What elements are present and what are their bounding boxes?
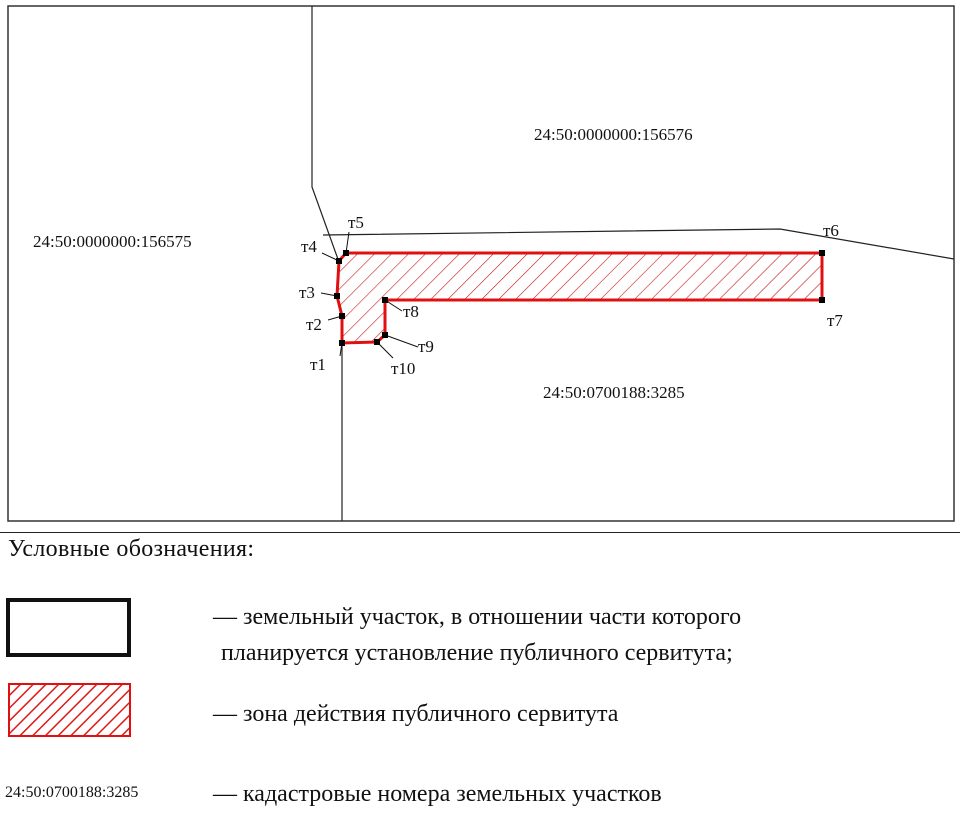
- point-label-t8: т8: [403, 302, 419, 321]
- point-labels: т1 т2 т3 т4 т5 т6 т7 т8 т9 т10: [299, 213, 843, 378]
- point-label-t1: т1: [310, 355, 326, 374]
- legend-parcel-outline-swatch: [6, 598, 131, 657]
- point-label-t2: т2: [306, 315, 322, 334]
- legend-zone-text: — зона действия публичного сервитута: [213, 701, 619, 727]
- point-label-t5: т5: [348, 213, 364, 232]
- legend-parcel-text-line1: — земельный участок, в отношении части к…: [213, 604, 742, 630]
- legend-parcel-text-line2: планируется установление публичного серв…: [221, 640, 733, 666]
- boundary-top-parcel: [322, 228, 955, 260]
- legend-cadastral-text: — кадастровые номера земельных участков: [213, 781, 662, 807]
- point-label-t7: т7: [827, 311, 843, 330]
- point-label-t3: т3: [299, 283, 315, 302]
- cadastral-label-156575: 24:50:0000000:156575: [33, 232, 192, 251]
- point-marker-t6[interactable]: [819, 250, 825, 256]
- point-marker-t2[interactable]: [339, 313, 345, 319]
- cadastral-label-156576: 24:50:0000000:156576: [534, 125, 693, 144]
- point-marker-t1[interactable]: [339, 340, 345, 346]
- legend-zone-hatch-swatch: [8, 683, 131, 737]
- point-marker-t4[interactable]: [336, 258, 342, 264]
- point-marker-t9[interactable]: [382, 332, 388, 338]
- point-markers: [334, 250, 825, 346]
- legend-separator: [0, 532, 960, 533]
- point-label-t4: т4: [301, 237, 317, 256]
- point-label-t6: т6: [823, 221, 839, 240]
- legend-title: Условные обозначения:: [8, 536, 255, 562]
- cadastral-label-3285: 24:50:0700188:3285: [543, 383, 685, 402]
- point-marker-t5[interactable]: [343, 250, 349, 256]
- point-marker-t7[interactable]: [819, 297, 825, 303]
- cadastral-map: т1 т2 т3 т4 т5 т6 т7 т8 т9 т10 24:50:000…: [7, 5, 955, 522]
- point-marker-t3[interactable]: [334, 293, 340, 299]
- point-marker-t10[interactable]: [374, 339, 380, 345]
- point-label-t9: т9: [418, 337, 434, 356]
- point-marker-t8[interactable]: [382, 297, 388, 303]
- legend-cadastral-sample: 24:50:0700188:3285: [5, 784, 139, 801]
- point-label-t10: т10: [391, 359, 415, 378]
